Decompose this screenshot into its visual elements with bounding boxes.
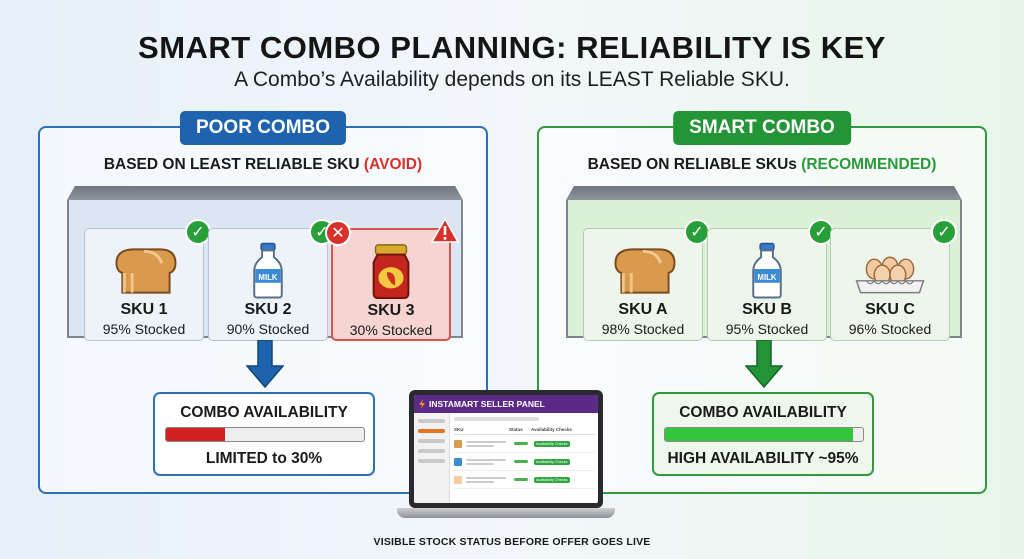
arrow-down-icon bbox=[745, 340, 783, 388]
check-icon: ✓ bbox=[931, 219, 957, 245]
poor-shelf: SKU 1 95% Stocked ✓ MILK SKU 2 90% Stock… bbox=[67, 186, 463, 341]
sku-stock: 95% Stocked bbox=[725, 321, 809, 337]
row-text bbox=[466, 475, 506, 485]
table-row: Availability Checks bbox=[454, 471, 595, 489]
status-indicator bbox=[514, 478, 528, 481]
sku-stock: 95% Stocked bbox=[102, 321, 186, 337]
sku-name: SKU B bbox=[742, 301, 792, 318]
sku-card-3: SKU 3 30% Stocked ✕ bbox=[325, 218, 459, 341]
laptop-base bbox=[397, 508, 615, 518]
availability-title: COMBO AVAILABILITY bbox=[679, 404, 847, 421]
col-status: Status bbox=[509, 427, 523, 432]
instamart-logo-icon bbox=[419, 399, 425, 409]
table-row: Availability Checks bbox=[454, 453, 595, 471]
sidebar-item[interactable] bbox=[418, 459, 445, 463]
availability-check-chip[interactable]: Availability Checks bbox=[534, 458, 570, 465]
sidebar-item[interactable] bbox=[418, 419, 445, 423]
sauce-jar-icon bbox=[372, 244, 410, 300]
sku-card-c: SKU C 96% Stocked ✓ bbox=[830, 219, 957, 341]
egg-tray-icon bbox=[855, 256, 925, 294]
footer-caption: VISIBLE STOCK STATUS BEFORE OFFER GOES L… bbox=[373, 536, 651, 548]
col-checks: Availability Checks bbox=[531, 427, 572, 432]
laptop-screen: INSTAMART SELLER PANEL SKU Status Availa… bbox=[409, 390, 603, 508]
poor-combo-basis: BASED ON LEAST RELIABLE SKU (AVOID) bbox=[40, 156, 486, 174]
arrow-down-icon bbox=[246, 340, 284, 388]
availability-result: HIGH AVAILABILITY ~95% bbox=[667, 450, 859, 467]
sku-name: SKU 2 bbox=[244, 301, 292, 318]
poor-basis-label: BASED ON LEAST RELIABLE SKU bbox=[103, 156, 360, 173]
poor-combo-tag: POOR COMBO bbox=[179, 111, 347, 145]
sku-card-b: MILK SKU B 95% Stocked ✓ bbox=[707, 219, 834, 341]
egg-tray-icon bbox=[454, 475, 462, 484]
seller-panel-laptop: INSTAMART SELLER PANEL SKU Status Availa… bbox=[397, 390, 615, 530]
smart-basis-label: BASED ON RELIABLE SKUs bbox=[587, 156, 797, 173]
table-row: Availability Checks bbox=[454, 435, 595, 453]
sku-card-a: SKU A 98% Stocked ✓ bbox=[583, 219, 710, 341]
status-indicator bbox=[514, 442, 528, 445]
sku-card-1: SKU 1 95% Stocked ✓ bbox=[84, 219, 211, 341]
shelf-body: SKU A 98% Stocked ✓ MILK SKU B 95% Stock… bbox=[566, 200, 962, 341]
seller-panel-display: INSTAMART SELLER PANEL SKU Status Availa… bbox=[414, 395, 598, 503]
sku-name: SKU A bbox=[618, 301, 668, 318]
sku-card-2: MILK SKU 2 90% Stocked ✓ bbox=[208, 219, 335, 341]
sku-stock: 96% Stocked bbox=[848, 321, 932, 337]
smart-combo-basis: BASED ON RELIABLE SKUs (RECOMMENDED) bbox=[539, 156, 985, 174]
availability-check-chip[interactable]: Availability Checks bbox=[534, 440, 570, 447]
seller-panel-sidebar bbox=[414, 413, 450, 503]
seller-panel-title: INSTAMART SELLER PANEL bbox=[429, 399, 545, 409]
search-bar[interactable] bbox=[454, 417, 539, 421]
check-icon: ✓ bbox=[808, 219, 834, 245]
sku-stock: 30% Stocked bbox=[349, 322, 433, 338]
status-indicator bbox=[514, 460, 528, 463]
sku-name: SKU C bbox=[865, 301, 915, 318]
milk-label: MILK bbox=[757, 273, 777, 282]
bread-icon bbox=[454, 439, 462, 448]
availability-fill bbox=[166, 428, 226, 441]
milk-bottle-icon: MILK bbox=[253, 242, 283, 299]
milk-label: MILK bbox=[258, 273, 278, 282]
page-title: SMART COMBO PLANNING: RELIABILITY IS KEY bbox=[138, 30, 886, 65]
poor-combo-panel: POOR COMBO BASED ON LEAST RELIABLE SKU (… bbox=[38, 111, 488, 494]
sku-name: SKU 3 bbox=[367, 302, 415, 319]
sku-stock: 98% Stocked bbox=[601, 321, 685, 337]
seller-panel-header: INSTAMART SELLER PANEL bbox=[414, 395, 598, 413]
availability-fill bbox=[665, 428, 854, 441]
sku-name: SKU 1 bbox=[120, 301, 168, 318]
poor-availability-box: COMBO AVAILABILITY LIMITED to 30% bbox=[153, 392, 375, 476]
sku-stock: 90% Stocked bbox=[226, 321, 310, 337]
smart-combo-panel: SMART COMBO BASED ON RELIABLE SKUs (RECO… bbox=[537, 111, 987, 494]
poor-basis-note: (AVOID) bbox=[363, 156, 423, 173]
availability-bar bbox=[165, 427, 365, 442]
page-subtitle: A Combo’s Availability depends on its LE… bbox=[234, 68, 790, 91]
sidebar-item[interactable] bbox=[418, 439, 445, 443]
availability-title: COMBO AVAILABILITY bbox=[180, 404, 348, 421]
col-sku: SKU bbox=[454, 427, 464, 432]
availability-check-chip[interactable]: Availability Checks bbox=[534, 476, 570, 483]
shelf-roof bbox=[67, 186, 463, 200]
sidebar-item-active[interactable] bbox=[418, 429, 445, 433]
smart-shelf: SKU A 98% Stocked ✓ MILK SKU B 95% Stock… bbox=[566, 186, 962, 341]
milk-bottle-icon bbox=[454, 457, 462, 466]
milk-bottle-icon: MILK bbox=[752, 242, 782, 299]
bread-icon bbox=[614, 248, 676, 294]
availability-result: LIMITED to 30% bbox=[205, 450, 323, 467]
smart-basis-note: (RECOMMENDED) bbox=[801, 156, 937, 173]
row-text bbox=[466, 457, 506, 467]
smart-combo-tag: SMART COMBO bbox=[673, 111, 851, 145]
smart-availability-box: COMBO AVAILABILITY HIGH AVAILABILITY ~95… bbox=[652, 392, 874, 476]
cross-icon: ✕ bbox=[325, 220, 351, 246]
availability-bar bbox=[664, 427, 864, 442]
row-text bbox=[466, 439, 506, 449]
warning-icon bbox=[431, 218, 459, 243]
bread-icon bbox=[115, 248, 177, 294]
shelf-body: SKU 1 95% Stocked ✓ MILK SKU 2 90% Stock… bbox=[67, 200, 463, 341]
seller-panel-main: SKU Status Availability Checks Availabil… bbox=[454, 417, 595, 489]
table-header: SKU Status Availability Checks bbox=[454, 427, 595, 435]
shelf-roof bbox=[566, 186, 962, 200]
sidebar-item[interactable] bbox=[418, 449, 445, 453]
